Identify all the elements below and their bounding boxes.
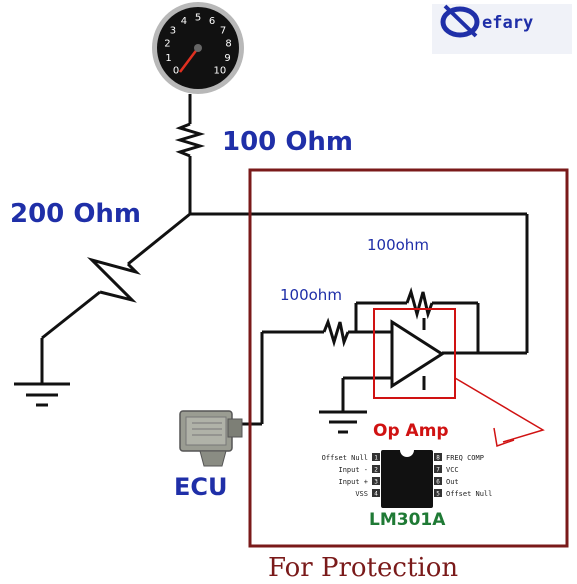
chip-pin-right xyxy=(434,453,442,461)
logo-text: efary xyxy=(482,13,533,33)
gauge-hub xyxy=(194,44,202,52)
chip-pin-left xyxy=(372,453,380,461)
chip-notch-icon xyxy=(400,450,414,457)
logo-background xyxy=(432,4,572,54)
resistor-100ohm-feedback xyxy=(405,287,434,320)
chip-pin-label-left: VSS xyxy=(355,490,368,498)
label-100ohm-input: 100ohm xyxy=(280,286,342,304)
gauge-number: 3 xyxy=(170,25,176,36)
ground-opamp-icon xyxy=(319,410,367,434)
chip-pin-label-right: VCC xyxy=(446,466,459,474)
gauge-number: 9 xyxy=(224,53,230,64)
chip-pin-label-left: Offset Null xyxy=(322,454,368,462)
chip-pin-right xyxy=(434,465,442,473)
gauge-number: 4 xyxy=(181,16,187,27)
chip-pin-number: 7 xyxy=(436,467,440,474)
chip-pin-number: 6 xyxy=(436,479,440,486)
logo-q-tail xyxy=(443,4,478,38)
chip-pin-label-right: FREQ COMP xyxy=(446,454,484,462)
gauge-number: 8 xyxy=(225,39,231,50)
chip-pin-left xyxy=(372,489,380,497)
wire-junction-resistor xyxy=(127,212,191,266)
chip-pin-right xyxy=(434,489,442,497)
resistor-100-ohm-gauge xyxy=(174,122,206,158)
label-200-ohm: 200 Ohm xyxy=(10,199,141,229)
label-ecu: ECU xyxy=(174,473,228,501)
chip-pin-left xyxy=(372,465,380,473)
chip-pin-number: 2 xyxy=(374,467,378,474)
resistor-200-ohm xyxy=(86,257,142,303)
gauge-needle xyxy=(179,47,199,73)
gauge-number: 7 xyxy=(220,25,226,36)
op-amp-highlight-box xyxy=(373,308,456,399)
chip-pin-label-right: Offset Null xyxy=(446,490,492,498)
callout-arrow-icon xyxy=(454,377,545,448)
logo: efary xyxy=(432,4,572,54)
ground-left-icon xyxy=(14,382,70,407)
label-100ohm-feedback: 100ohm xyxy=(367,236,429,254)
resistor-100ohm-input xyxy=(322,317,350,348)
gauge-number: 0 xyxy=(173,65,179,76)
op-amp-symbol xyxy=(390,319,445,389)
chip-pin-number: 1 xyxy=(374,455,378,462)
protection-box xyxy=(248,168,569,548)
op-amp-triangle-icon xyxy=(390,319,445,389)
wire-resistor-ground xyxy=(41,290,101,340)
gauge-number: 1 xyxy=(165,53,171,64)
label-chip-model: LM301A xyxy=(369,510,446,530)
chip-pin-label-right: Out xyxy=(446,478,459,486)
gauge-number: 5 xyxy=(195,13,201,24)
wires xyxy=(40,94,529,426)
logo-q-icon xyxy=(440,6,480,38)
ecu-module-icon xyxy=(179,410,243,467)
chip-pin-right xyxy=(434,477,442,485)
chip-pin-number: 5 xyxy=(436,491,440,498)
chip-body xyxy=(381,450,433,508)
label-100-ohm-gauge: 100 Ohm xyxy=(222,127,353,157)
label-op-amp: Op Amp xyxy=(373,421,449,441)
chip-pin-number: 3 xyxy=(374,479,378,486)
chip-pin-number: 4 xyxy=(374,491,378,498)
chip-pin-left xyxy=(372,477,380,485)
gauge-number: 6 xyxy=(209,16,215,27)
chip-pin-label-left: Input + xyxy=(338,478,368,486)
gauge-number: 10 xyxy=(214,65,227,76)
chip-pin-label-left: Input - xyxy=(338,466,368,474)
gauge-number: 2 xyxy=(164,39,170,50)
label-for-protection: For Protection xyxy=(268,553,458,583)
chip-pin-number: 8 xyxy=(436,455,440,462)
resistors xyxy=(86,122,434,348)
